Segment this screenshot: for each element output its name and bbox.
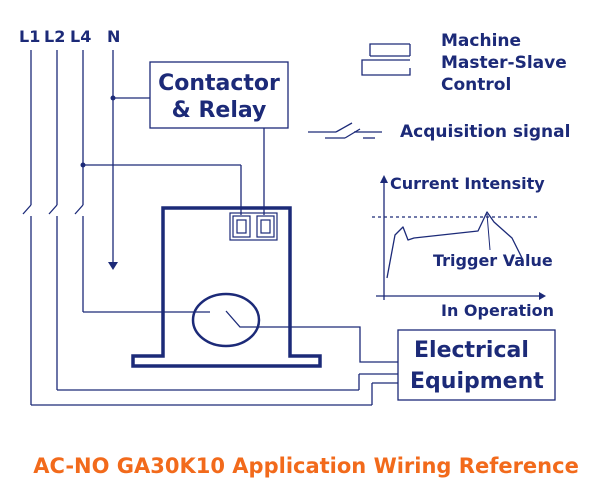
- contactor-relay-box: [149, 61, 289, 129]
- current-graph: [372, 175, 546, 300]
- trigger-value-label: Trigger Value: [433, 251, 553, 270]
- master-slave-label-1: Machine: [441, 31, 521, 51]
- phase-label-n: N: [107, 27, 120, 46]
- diagram-title: AC-NO GA30K10 Application Wiring Referen…: [33, 454, 579, 478]
- junction-dot-l4: [80, 162, 86, 168]
- phase-wires: [22, 50, 398, 406]
- switch-symbol-icon: [308, 122, 382, 139]
- trigger-pointer: [486, 213, 491, 251]
- equipment-label-2: Equipment: [410, 369, 544, 394]
- master-slave-label-2: Master-Slave: [441, 53, 567, 73]
- acquisition-signal-label: Acquisition signal: [400, 122, 570, 142]
- phase-label-l4: L4: [70, 27, 91, 46]
- sensor-aperture: [191, 292, 261, 348]
- current-curve: [386, 211, 523, 279]
- phase-label-l2: L2: [44, 27, 65, 46]
- phase-label-l1: L1: [19, 27, 40, 46]
- neutral-arrow: [108, 262, 118, 270]
- equipment-label-1: Electrical: [414, 338, 529, 363]
- master-slave-icon: [361, 43, 411, 76]
- master-slave-label-3: Control: [441, 75, 511, 95]
- junction-dot-n: [110, 95, 116, 101]
- relay-label: & Relay: [172, 98, 267, 123]
- sensor-conductor: [225, 310, 398, 363]
- current-sensor: [131, 206, 398, 368]
- sensor-terminal-block: [229, 212, 278, 241]
- graph-y-label: Current Intensity: [390, 174, 545, 193]
- electrical-equipment-box: [397, 329, 556, 401]
- sensor-terminal-right: [256, 215, 275, 238]
- sensor-terminal-left: [232, 215, 251, 238]
- graph-x-label: In Operation: [441, 301, 554, 320]
- contactor-label: Contactor: [158, 71, 280, 96]
